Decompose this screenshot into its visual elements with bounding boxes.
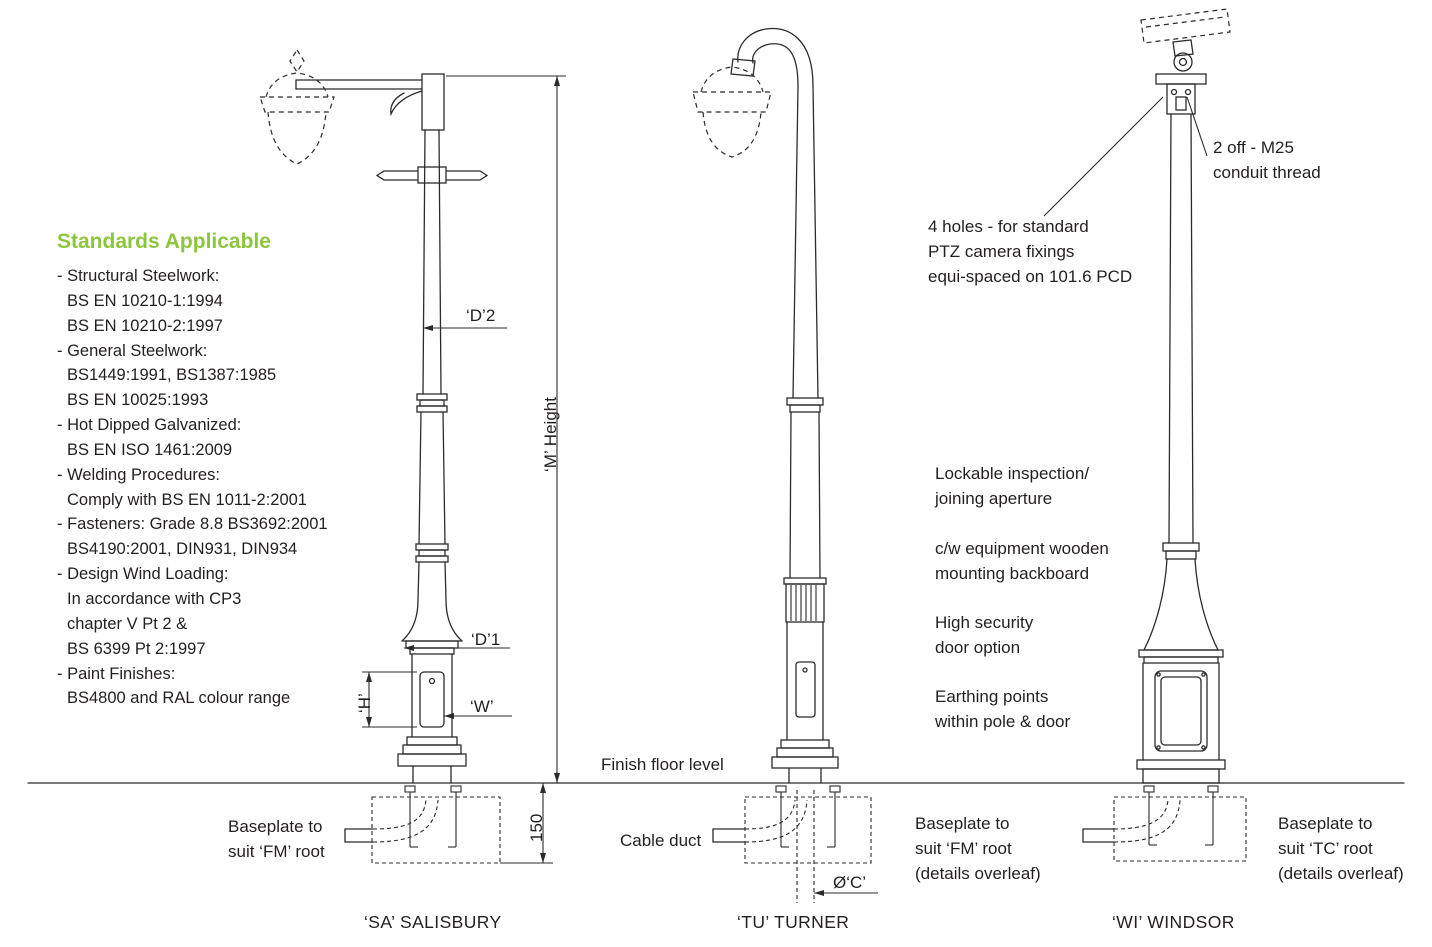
windsor-equipment-note: c/w equipment wooden mounting backboard (935, 539, 1109, 583)
salisbury-lantern (259, 48, 335, 165)
standards-item: - Welding Procedures: (57, 465, 220, 484)
salisbury-door (419, 671, 445, 728)
standards-block: Standards Applicable - Structural Steelw… (57, 230, 328, 711)
dim-label-d1: ‘D’1 (471, 630, 501, 649)
standards-item: BS EN ISO 1461:2009 (67, 440, 233, 459)
windsor-baseplate-fm-note: Baseplate to suit ‘FM’ root (details ove… (915, 814, 1041, 883)
turner-lantern (692, 66, 772, 158)
salisbury-foundation (344, 785, 501, 864)
standards-item: - General Steelwork: (57, 341, 208, 360)
salisbury-title: ‘SA’ SALISBURY (364, 912, 502, 932)
leader-lines (1043, 96, 1208, 217)
cable-duct-label: Cable duct (620, 831, 702, 850)
dim-label-150: 150 (527, 813, 546, 842)
windsor-security-note: High security door option (935, 613, 1034, 657)
standards-item: - Hot Dipped Galvanized: (57, 416, 242, 435)
standards-item: - Structural Steelwork: (57, 267, 220, 285)
windsor-lockable-note: Lockable inspection/ joining aperture (935, 464, 1090, 508)
windsor-title: ‘WI’ WINDSOR (1112, 912, 1235, 932)
dim-label-h: ‘H’ (355, 693, 374, 713)
turner-column-drawing (692, 27, 878, 903)
windsor-conduit-note: 2 off - M25 conduit thread (1213, 138, 1321, 182)
turner-foundation (712, 785, 872, 903)
windsor-door (1154, 670, 1208, 752)
dim-label-w: ‘W’ (470, 697, 494, 716)
finish-floor-label: Finish floor level (601, 755, 724, 774)
standards-item: BS4800 and RAL colour range (67, 689, 291, 708)
windsor-camera (1140, 8, 1231, 44)
dimension-d1 (404, 645, 510, 651)
standards-item: BS EN 10025:1993 (67, 391, 209, 410)
standards-item: BS4190:2001, DIN931, DIN934 (67, 540, 298, 559)
standards-item: chapter V Pt 2 & (67, 614, 188, 633)
standards-item: In accordance with CP3 (67, 589, 242, 608)
dim-label-m-height: ‘M’ Height (541, 397, 560, 472)
turner-title: ‘TU’ TURNER (737, 912, 850, 932)
dimension-150 (500, 783, 553, 864)
dimension-d2 (423, 325, 507, 331)
dimension-h (362, 671, 417, 728)
windsor-holes-note: 4 holes - for standard PTZ camera fixing… (928, 217, 1133, 286)
standards-item: BS1449:1991, BS1387:1985 (67, 366, 277, 385)
standards-title: Standards Applicable (57, 230, 271, 253)
windsor-baseplate-tc-note: Baseplate to suit ‘TC’ root (details ove… (1278, 814, 1404, 883)
standards-item: BS EN 10210-1:1994 (67, 291, 223, 310)
turner-door (795, 661, 816, 718)
standards-item: - Paint Finishes: (57, 664, 176, 683)
windsor-earthing-note: Earthing points within pole & door (935, 687, 1071, 731)
dimension-m-height (446, 75, 566, 783)
salisbury-column-drawing (259, 48, 566, 864)
windsor-column-drawing (1043, 8, 1247, 862)
standards-item: Comply with BS EN 1011-2:2001 (67, 490, 307, 509)
salisbury-baseplate-note: Baseplate to suit ‘FM’ root (228, 817, 325, 861)
standards-item: BS 6399 Pt 2:1997 (67, 639, 206, 658)
standards-item: BS EN 10210-2:1997 (67, 316, 223, 335)
dim-label-d2: ‘D’2 (466, 306, 496, 325)
dimension-c (814, 890, 878, 896)
dimension-w (444, 713, 512, 719)
dim-label-c: Ø‘C’ (833, 873, 867, 892)
windsor-foundation (1082, 785, 1247, 862)
standards-item: - Fasteners: Grade 8.8 BS3692:2001 (57, 515, 328, 534)
standards-item: - Design Wind Loading: (57, 565, 229, 584)
